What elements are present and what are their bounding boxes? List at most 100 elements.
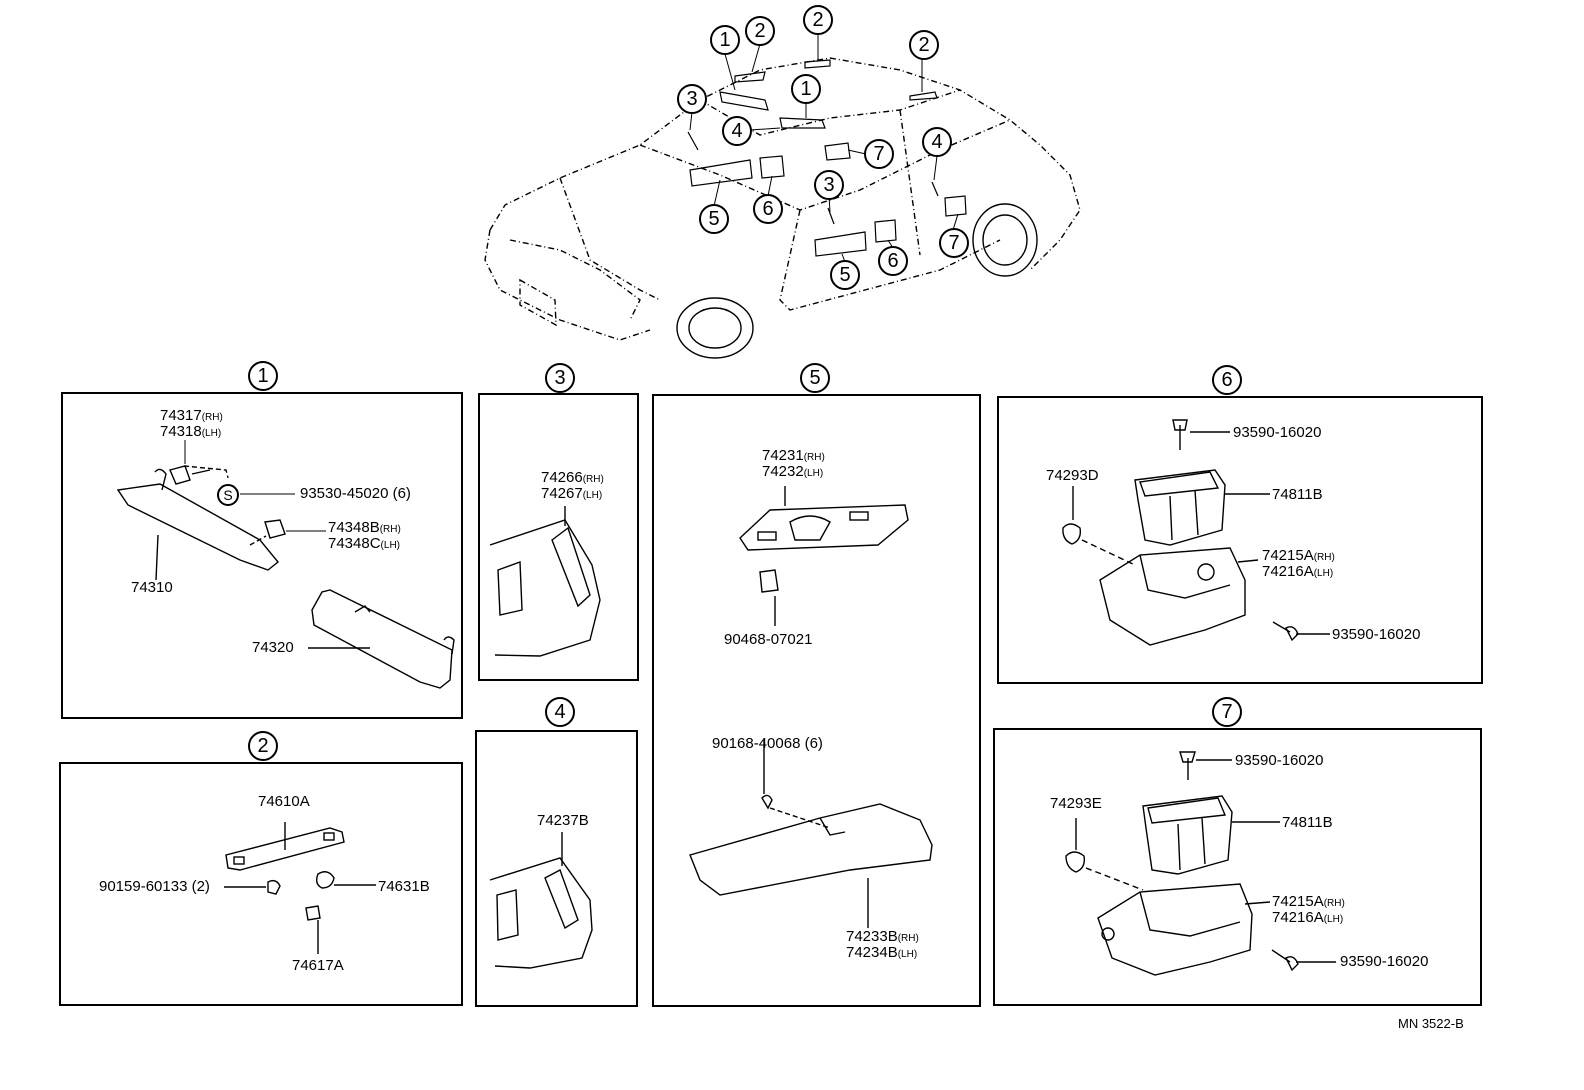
part-label-90468-07021: 90468-07021 xyxy=(724,632,812,648)
part-side: (RH) xyxy=(201,412,223,423)
part-label-74216A: 74216A(LH) xyxy=(1262,564,1333,582)
part-code: 74631B xyxy=(378,878,430,895)
panel1-leaders xyxy=(184,440,326,532)
overview-callout-4a: 4 xyxy=(722,116,752,146)
overview-callout-1a: 1 xyxy=(710,25,740,55)
part-label-74216A: 74216A(LH) xyxy=(1272,910,1343,928)
overview-callout-2a: 2 xyxy=(745,16,775,46)
part-label-74348C: 74348C(LH) xyxy=(328,536,400,554)
part-code: 93530-45020 (6) xyxy=(300,485,411,502)
door-switch-base-illustration xyxy=(739,486,909,626)
part-code: 74234B xyxy=(846,944,898,961)
section-4-number: 4 xyxy=(545,697,575,727)
part-code: 74293E xyxy=(1050,795,1102,812)
overview-leader-lines xyxy=(689,32,959,263)
part-code: 74215A xyxy=(1272,893,1324,910)
armrest-illustration xyxy=(689,740,933,928)
part-side: (RH) xyxy=(897,933,919,944)
pillar-trim-4-illustration xyxy=(489,832,593,969)
assist-grip-illustration xyxy=(224,822,376,954)
part-label-93590-16020-top: 93590-16020 xyxy=(1235,753,1323,769)
section-6-panel xyxy=(997,396,1483,684)
section-5-panel xyxy=(652,394,981,1007)
section-3-panel xyxy=(478,393,639,681)
part-code: 93590-16020 xyxy=(1340,953,1429,970)
overview-callout-2b: 2 xyxy=(803,5,833,35)
overview-callout-7b: 7 xyxy=(939,228,969,258)
overview-callout-3b: 3 xyxy=(814,170,844,200)
section-1-number: 1 xyxy=(248,361,278,391)
part-code: 74610A xyxy=(258,793,310,810)
overview-callout-6a: 6 xyxy=(753,194,783,224)
part-label-74231: 74231(RH) xyxy=(762,448,825,466)
part-label-74310: 74310 xyxy=(131,580,173,596)
part-side: (RH) xyxy=(1323,898,1345,909)
part-label-74233B: 74233B(RH) xyxy=(846,929,919,947)
part-code: 74233B xyxy=(846,928,898,945)
part-label-74348B: 74348B(RH) xyxy=(328,520,401,538)
overview-callout-5a: 5 xyxy=(699,204,729,234)
part-side: (RH) xyxy=(582,474,604,485)
pillar-trim-3-illustration xyxy=(489,506,601,657)
part-label-93590-16020-bottom: 93590-16020 xyxy=(1340,954,1428,970)
part-label-74267: 74267(LH) xyxy=(541,486,602,504)
part-label-74811B: 74811B xyxy=(1282,815,1333,831)
part-label-74215A: 74215A(RH) xyxy=(1272,894,1345,912)
part-side: (LH) xyxy=(201,428,222,439)
section-2-number: 2 xyxy=(248,731,278,761)
part-code: 90159-60133 (2) xyxy=(99,878,210,895)
part-label-74617A: 74617A xyxy=(292,958,344,974)
part-label-74631B: 74631B xyxy=(378,879,430,895)
car-overview-illustration xyxy=(484,57,1081,341)
part-code: 74320 xyxy=(252,639,294,656)
part-code: 74348C xyxy=(328,535,381,552)
section-3-number: 3 xyxy=(545,363,575,393)
part-label-74293D: 74293D xyxy=(1046,468,1099,484)
overview-callout-5b: 5 xyxy=(830,260,860,290)
part-label-74237B: 74237B xyxy=(537,813,589,829)
section-7-panel xyxy=(993,728,1482,1006)
part-label-74320: 74320 xyxy=(252,640,294,656)
part-label-93590-16020-bottom: 93590-16020 xyxy=(1332,627,1420,643)
part-label-74232: 74232(LH) xyxy=(762,464,823,482)
overview-callout-1b: 1 xyxy=(791,74,821,104)
part-label-74318: 74318(LH) xyxy=(160,424,221,442)
part-code: 74232 xyxy=(762,463,804,480)
section-5-number: 5 xyxy=(800,363,830,393)
part-code: 74293D xyxy=(1046,467,1099,484)
part-side: (LH) xyxy=(1313,568,1334,579)
part-label-74317: 74317(RH) xyxy=(160,408,223,426)
part-code: 74617A xyxy=(292,957,344,974)
part-label-74234B: 74234B(LH) xyxy=(846,945,917,963)
part-code: 74216A xyxy=(1272,909,1324,926)
part-side: (RH) xyxy=(379,524,401,535)
car-part-sketches xyxy=(687,59,967,257)
part-code: 74317 xyxy=(160,407,202,424)
part-code: 74266 xyxy=(541,469,583,486)
part-code: 74216A xyxy=(1262,563,1314,580)
sunvisor-illustration xyxy=(116,465,455,689)
part-side: (LH) xyxy=(897,949,918,960)
part-code: 74811B xyxy=(1282,814,1333,831)
part-code: 74231 xyxy=(762,447,804,464)
part-side: (LH) xyxy=(582,490,603,501)
part-side: (LH) xyxy=(380,540,400,551)
part-side: (RH) xyxy=(803,452,825,463)
part-side: (LH) xyxy=(803,468,824,479)
part-side: (LH) xyxy=(1323,914,1344,925)
door-pocket-7-illustration xyxy=(1065,751,1336,976)
part-label-90168-40068: 90168-40068 (6) xyxy=(712,736,823,752)
overview-callout-2c: 2 xyxy=(909,30,939,60)
section-2-panel xyxy=(59,762,463,1006)
car-wheels xyxy=(676,203,1038,359)
part-code: 93590-16020 xyxy=(1332,626,1421,643)
overview-callout-3a: 3 xyxy=(677,84,707,114)
part-label-90159-60133: 90159-60133 (2) xyxy=(99,879,210,895)
part-code: 74318 xyxy=(160,423,202,440)
section-6-number: 6 xyxy=(1212,365,1242,395)
part-code: 74310 xyxy=(131,579,173,596)
drawing-code: MN 3522-B xyxy=(1398,1016,1464,1031)
part-side: (RH) xyxy=(1313,552,1335,563)
